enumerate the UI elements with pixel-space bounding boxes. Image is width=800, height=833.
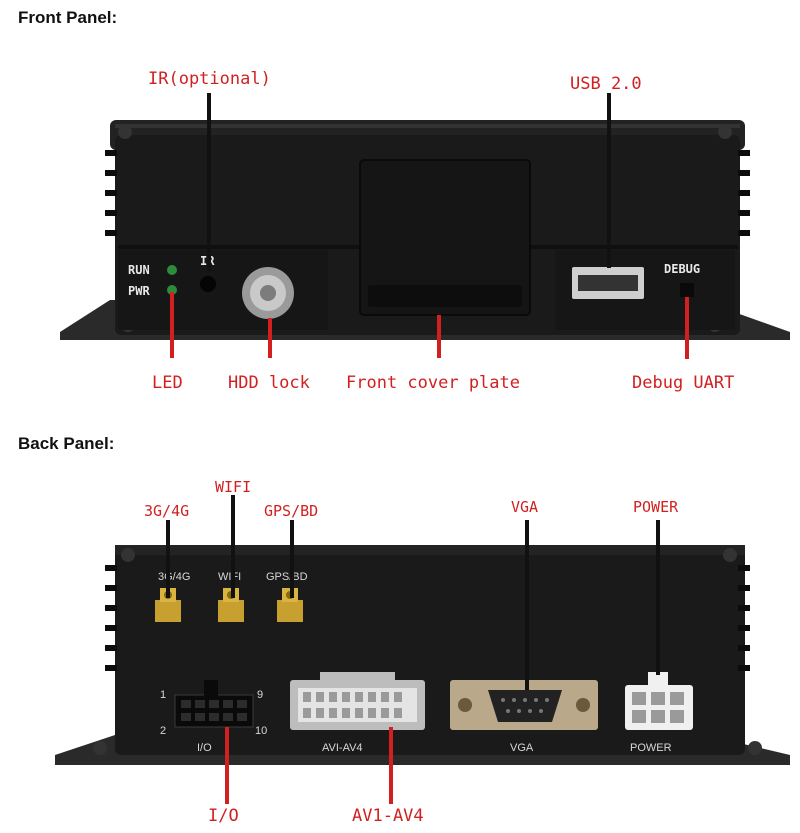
vga-leader	[525, 520, 529, 690]
power-callout: POWER	[633, 498, 679, 516]
3g4g-leader	[166, 520, 170, 598]
av-callout: AV1-AV4	[352, 806, 424, 826]
run-label: RUN	[128, 263, 150, 277]
gps-leader	[290, 520, 294, 598]
vga-callout: VGA	[511, 498, 539, 516]
hdd-lock-callout: HDD lock	[228, 373, 310, 393]
io-leader	[225, 727, 229, 804]
3g4g-callout: 3G/4G	[144, 502, 190, 520]
ir-leader	[207, 93, 211, 271]
front-cover-plate	[359, 159, 531, 316]
back-panel-device: 3G/4G WIFI GPS/BD 1 9 2 10 I/O AVI-AV4 V…	[55, 545, 790, 765]
silk-io: I/O	[197, 742, 212, 754]
usb-callout: USB 2.0	[570, 74, 642, 94]
debug-leader	[685, 297, 689, 359]
wifi-callout: WIFI	[215, 478, 252, 496]
run-led	[167, 265, 177, 275]
silk-3g4g: 3G/4G	[158, 571, 190, 583]
io-callout: I/O	[208, 806, 239, 826]
silk-pin1: 1	[160, 689, 166, 701]
front-panel-title: Front Panel:	[18, 8, 118, 27]
wifi-leader	[231, 495, 235, 598]
back-panel-title: Back Panel:	[18, 434, 115, 453]
front-cover-callout: Front cover plate	[346, 373, 520, 393]
cover-leader	[437, 315, 441, 358]
silk-pin2: 2	[160, 725, 166, 737]
hdd-leader	[268, 318, 272, 358]
gps-callout: GPS/BD	[264, 502, 319, 520]
ir-callout: IR(optional)	[148, 69, 271, 89]
silk-power: POWER	[630, 742, 672, 754]
antenna-3g4g	[155, 588, 181, 622]
led-leader	[170, 292, 174, 358]
usb-leader	[607, 93, 611, 268]
silk-av: AVI-AV4	[322, 742, 363, 754]
silk-pin10: 10	[255, 725, 267, 737]
power-connector	[625, 685, 693, 730]
av-leader	[389, 727, 393, 804]
silk-pin9: 9	[257, 689, 263, 701]
pwr-led	[167, 285, 177, 295]
pwr-label: PWR	[128, 284, 150, 298]
front-panel-device: RUN PWR IR DEBUG	[60, 120, 790, 340]
silk-vga: VGA	[510, 742, 534, 754]
debug-uart-callout: Debug UART	[632, 373, 735, 393]
led-callout: LED	[152, 373, 183, 393]
ir-sensor	[200, 276, 216, 292]
debug-label: DEBUG	[664, 262, 700, 276]
silk-wifi: WIFI	[218, 571, 241, 583]
silk-gps: GPS/BD	[266, 571, 308, 583]
io-connector	[174, 694, 254, 728]
debug-port	[680, 283, 694, 297]
power-leader	[656, 520, 660, 675]
